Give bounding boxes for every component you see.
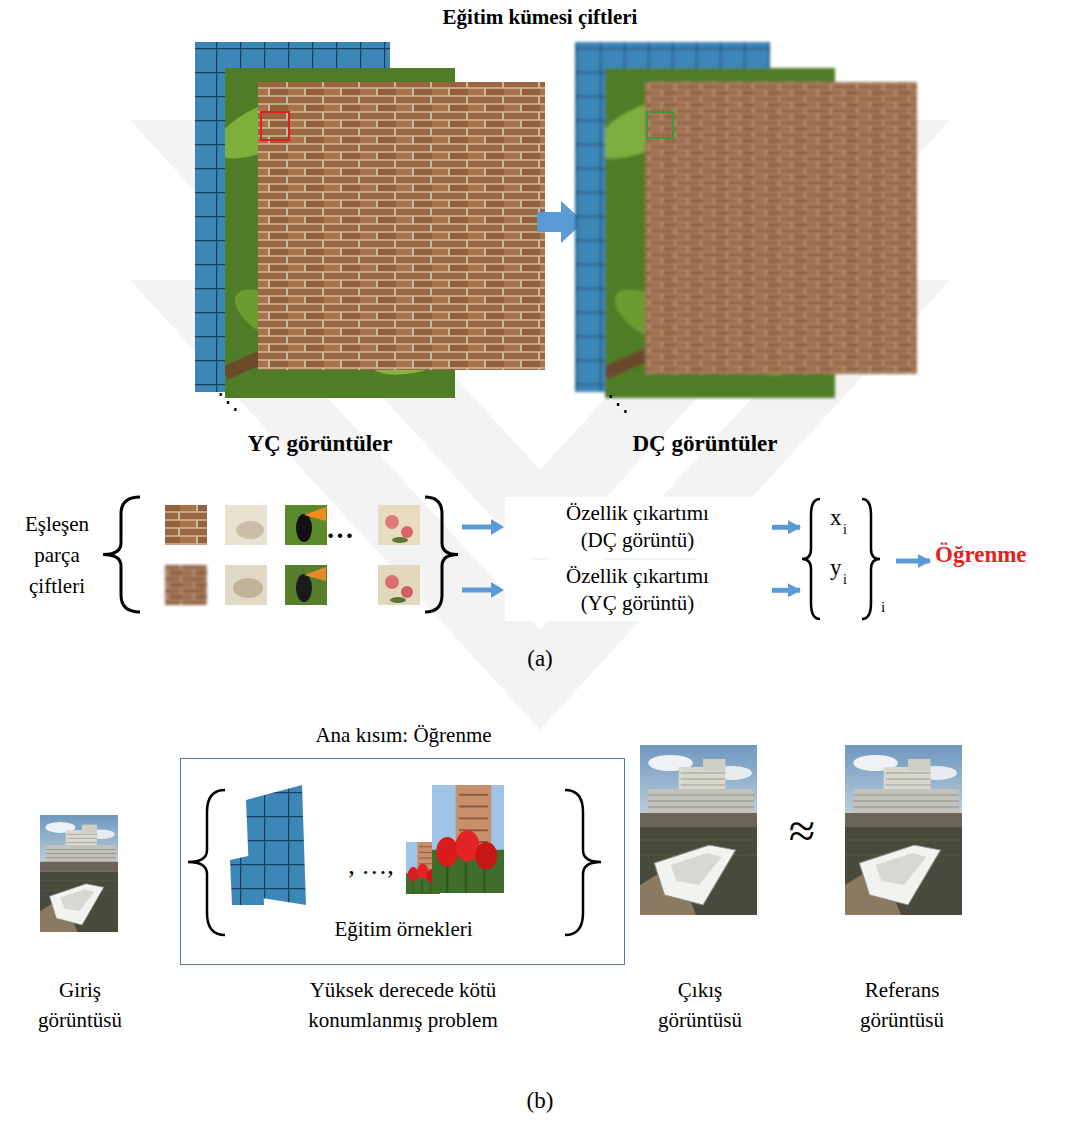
subscript: i [881,599,885,616]
image-caption: Çıkış görüntüsü [640,975,760,1036]
image-caption: Giriş görüntüsü [30,975,130,1036]
flow-arrow [772,525,800,530]
image-caption: Referans görüntüsü [842,975,962,1036]
box-heading: Ana kısım: Öğrenme [181,723,626,747]
feature-vector-set: xiyii [802,497,894,625]
box-caption: Eğitim örnekleri [181,917,626,941]
flow-arrow [772,588,800,593]
patch-pairs [165,505,420,605]
image-set-label: YÇ görüntüler [170,430,470,459]
brace-outline [802,497,894,625]
box-text: Özellik çıkartımı (DÇ görüntü) [548,500,728,555]
subscript: i [843,522,847,538]
vector-symbol: x [830,505,842,531]
ellipsis-dots: ⋱ [208,390,248,414]
problem-note: Yüksek derecede kötü konumlanmış problem [263,975,543,1036]
training-examples [188,785,601,935]
subscript: i [843,572,847,588]
ellipsis-dots: ⋱ [598,392,638,416]
patch-arrows [462,519,504,598]
feature-box: Özellik çıkartımı (DÇ görüntü) [505,497,770,558]
vector-symbol: y [830,555,842,581]
ellipsis-dots: , …, [321,851,421,881]
part-label: (b) [510,1087,570,1116]
input-image [40,815,118,932]
part-label: (a) [510,645,570,674]
patch-braces [103,497,458,612]
hr-image-stack [195,42,545,398]
feature-box: Özellik çıkartımı (YÇ görüntü) [505,560,770,621]
learning-box: Ana kısım: Öğrenme, …,Eğitim örnekleriYü… [180,758,625,965]
ellipsis-dots: … [315,514,365,545]
section-title: Eğitim kümesi çiftleri [330,4,750,30]
learning-label: Öğrenme [932,540,1030,570]
flow-arrow [896,559,930,564]
reference-image [845,745,962,915]
box-text: Özellik çıkartımı (YÇ görüntü) [548,563,728,618]
output-image [640,745,757,915]
patch-pairs-label: Eşleşen parça çiftleri [13,509,101,602]
lr-image-stack [575,42,917,398]
approx-symbol: ≈ [772,805,832,858]
learning-step: Öğrenme [932,540,1030,570]
image-set-label: DÇ görüntüler [555,430,855,459]
